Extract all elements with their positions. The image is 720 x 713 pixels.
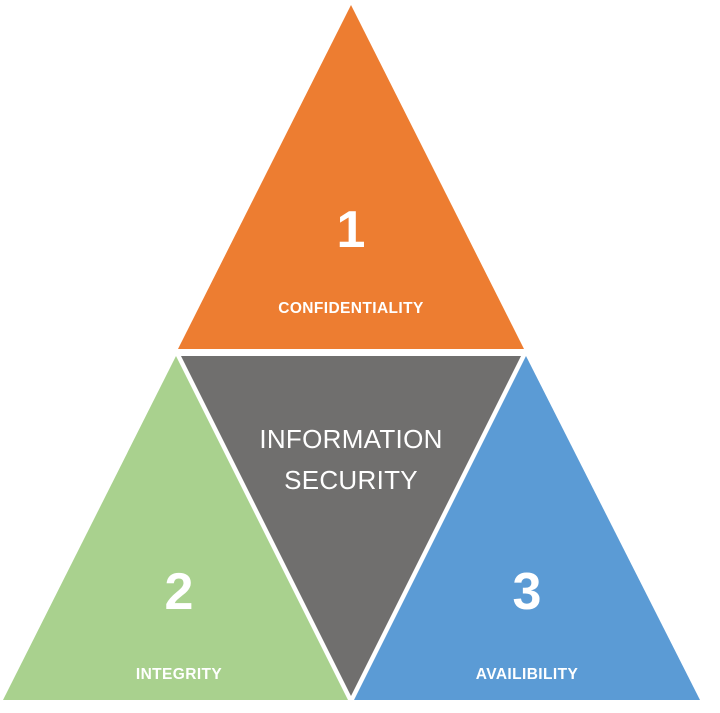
segment-availability[interactable]: 3 AVAILIBILITY bbox=[354, 356, 700, 700]
availability-label: AVAILIBILITY bbox=[476, 666, 579, 683]
information-security-line2: SECURITY bbox=[284, 465, 418, 495]
segment-confidentiality[interactable]: 1 CONFIDENTIALITY bbox=[178, 5, 524, 349]
integrity-triangle-shape[interactable] bbox=[3, 356, 348, 700]
integrity-number: 2 bbox=[165, 563, 194, 621]
information-security-triangle-shape[interactable] bbox=[181, 356, 521, 696]
confidentiality-label: CONFIDENTIALITY bbox=[278, 300, 424, 317]
availability-number: 3 bbox=[513, 563, 542, 621]
confidentiality-number: 1 bbox=[337, 201, 366, 259]
confidentiality-triangle-shape[interactable] bbox=[178, 5, 524, 349]
segment-integrity[interactable]: 2 INTEGRITY bbox=[3, 356, 348, 700]
information-security-line1: INFORMATION bbox=[259, 424, 442, 454]
integrity-label: INTEGRITY bbox=[136, 666, 223, 683]
segment-information-security[interactable]: INFORMATION SECURITY bbox=[181, 356, 521, 696]
availability-triangle-shape[interactable] bbox=[354, 356, 700, 700]
